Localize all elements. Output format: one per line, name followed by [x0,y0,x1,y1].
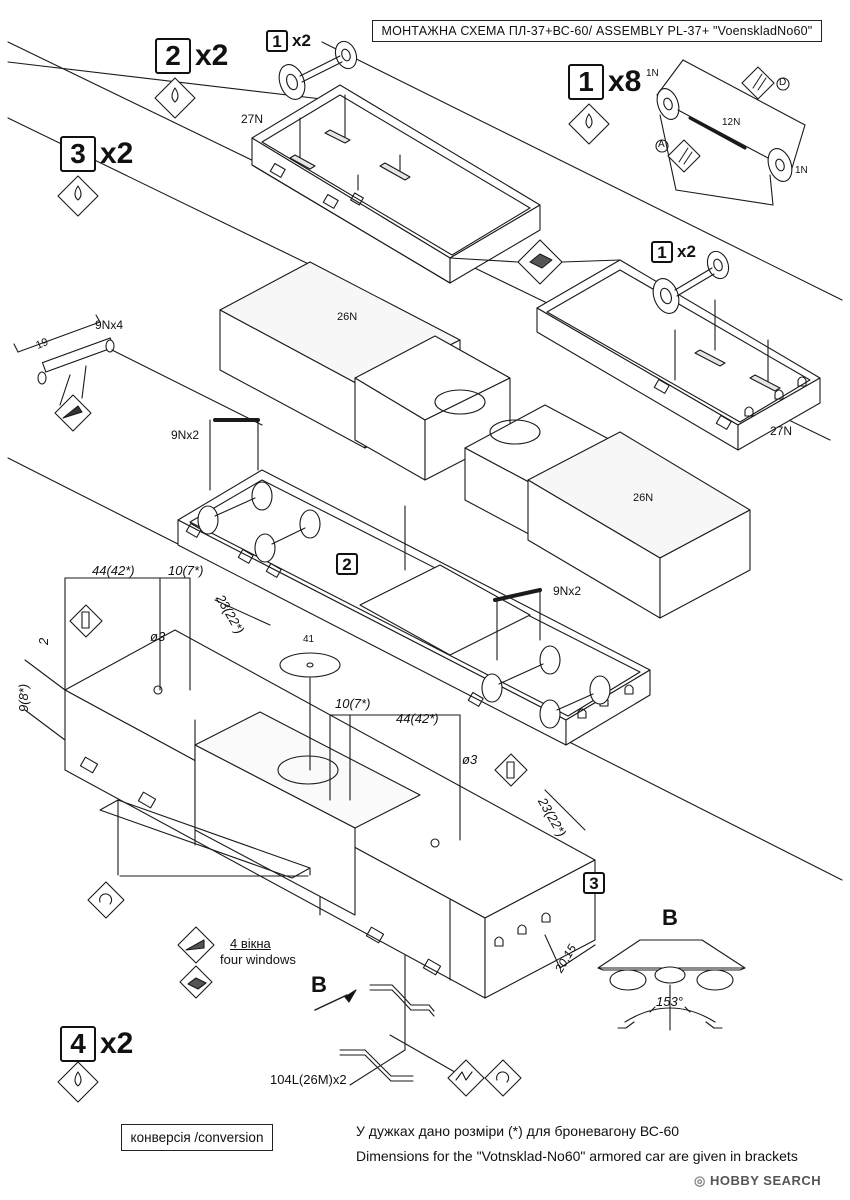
watermark: ◎ HOBBY SEARCH [694,1173,821,1189]
step-2-number: 2 [155,38,191,74]
middle-chassis [177,418,651,746]
dim-10-top: 10(7*) [168,563,204,578]
note-english: Dimensions for the "Votnsklad-No60" armo… [356,1148,798,1164]
substep-1-right: 1 x2 [651,241,696,263]
dim-10-bottom: 10(7*) [335,696,371,711]
wheelset-exploded [655,59,806,206]
part-2-number: 2 [336,553,358,575]
part-3-number: 3 [583,872,605,894]
callout-a: A [658,139,665,150]
part-27n-right: 27N [770,424,793,438]
substep-1-right-multiplier: x2 [677,242,696,261]
part-27n-top: 27N [241,112,264,126]
substep-1-right-number: 1 [651,241,673,263]
watermark-brand: HOBBY SEARCH [709,1173,822,1188]
windows-note-uk: 4 вікна [230,936,271,951]
part-41: 41 [303,634,315,645]
substep-1-top-number: 1 [266,30,288,52]
step-4-number: 4 [60,1026,96,1062]
part-3-callout: 3 [583,872,605,894]
watermark-logo-icon: ◎ [694,1173,710,1188]
step-2-multiplier: x2 [195,39,229,72]
note-ukrainian: У дужках дано розміри (*) для броневагон… [356,1123,680,1139]
dim-angle-153: 153° [656,994,683,1009]
step-3-multiplier: x2 [100,137,134,170]
roof-boxes-26n [219,261,751,619]
step-2-label: 2 x2 [155,38,228,74]
part-2-callout: 2 [336,553,358,575]
part-9n-x2-left: 9Nx2 [171,428,200,442]
dim-9: 9(8*) [16,683,31,712]
dim-2: 2 [36,637,51,645]
substep-1-top-multiplier: x2 [292,31,311,50]
step-4-multiplier: x2 [100,1027,134,1060]
part-9n-x2-right: 9Nx2 [553,584,582,598]
step-3-label: 3 x2 [60,136,133,172]
windows-note: 4 вікна four windows [220,936,296,968]
dim-44-bottom: 44(42*) [396,711,439,726]
substep-1-top: 1 x2 [266,30,311,52]
part-26n-right: 26N [633,492,654,504]
part-9n-x4: 9Nx4 [95,318,124,332]
part-1n-right: 1N [795,165,808,176]
view-b-arrow-label: B [311,972,327,997]
armored-body [24,577,596,1086]
step-3-number: 3 [60,136,96,172]
top-wagon-27n [251,40,541,284]
dim-44-top: 44(42*) [92,563,135,578]
step-1-label: 1 x8 [568,64,641,100]
part-1n-left: 1N [646,68,659,79]
view-b-section [314,939,746,1031]
view-b-title: B [662,905,678,930]
part-12n: 12N [722,117,741,128]
conversion-label: конверсія /conversion [121,1124,273,1151]
step-1-multiplier: x8 [608,65,642,98]
dim-d3-top: ø3 [150,629,166,644]
second-wagon-27n [449,239,821,451]
pin-9n-detail [13,314,263,432]
step-1-number: 1 [568,64,604,100]
step-4-label: 4 x2 [60,1026,133,1062]
part-26n-left: 26N [337,311,358,323]
callout-d: D [779,77,787,88]
part-104l: 104L(26M)x2 [270,1072,347,1087]
windows-note-en: four windows [220,952,296,967]
drop-icons [57,77,610,1103]
hinges-104l [339,984,522,1097]
dim-d3-bottom: ø3 [462,752,478,767]
sheet-title: МОНТАЖНА СХЕМА ПЛ-37+ВС-60/ ASSEMBLY PL-… [372,20,822,42]
